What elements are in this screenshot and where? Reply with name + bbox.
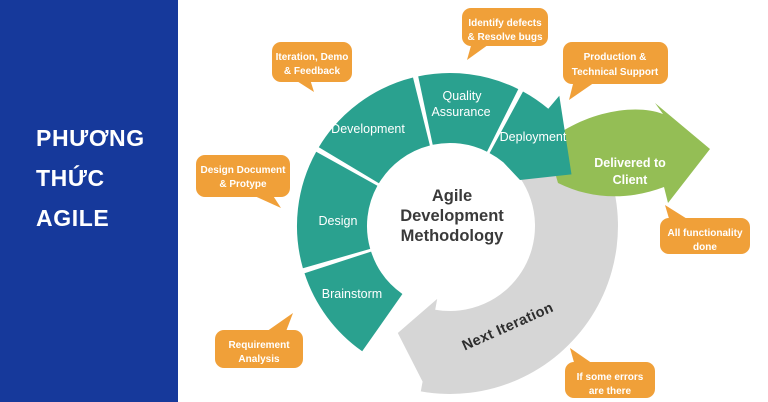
callout-requirement-analysis: Requirement Analysis: [215, 313, 303, 368]
callout-tail: [467, 42, 492, 60]
callout-text-line-1: If some errors: [577, 372, 644, 383]
segment-brainstorm: [304, 251, 403, 352]
delivered-to-client-arrow: [550, 103, 710, 203]
agile-cycle-diagram: Next Iteration Delivered to Client Brain…: [196, 8, 750, 398]
callout-iteration-demo-feedback: Iteration, Demo & Feedback: [272, 42, 352, 92]
callout-text-line-1: Requirement: [228, 340, 290, 351]
segment-label-brainstorm: Brainstorm: [322, 287, 382, 301]
callout-box: [196, 155, 290, 197]
segment-design: [296, 151, 378, 269]
page-title: PHƯƠNG THỨC AGILE: [36, 118, 168, 238]
page-title-line-2: THỨC: [36, 165, 105, 191]
callout-text-line-2: Analysis: [238, 354, 280, 365]
segment-label-quality: Quality: [443, 89, 483, 103]
callout-text-line-2: done: [693, 242, 717, 253]
segment-label-design: Design: [319, 214, 358, 228]
delivered-label-line-1: Delivered to: [594, 156, 666, 170]
callout-identify-defects-resolve-bugs: Identify defects & Resolve bugs: [462, 8, 548, 60]
sidebar: PHƯƠNG THỨC AGILE: [0, 0, 178, 402]
segment-deployment: [489, 91, 572, 180]
callout-tail: [665, 205, 692, 222]
callout-text-line-2: & Resolve bugs: [467, 32, 542, 43]
center-title: Agile Development Methodology: [400, 187, 504, 245]
segment-quality-assurance: [418, 73, 519, 152]
segment-development: [318, 77, 430, 184]
next-iteration-arrow: [397, 129, 618, 394]
page-title-line-3: AGILE: [36, 205, 110, 231]
callout-box: [462, 8, 548, 46]
delivered-label-line-2: Client: [613, 173, 649, 187]
callout-text-line-1: All functionality: [668, 228, 743, 239]
segment-label-development: Development: [331, 122, 405, 136]
callout-text-line-1: Identify defects: [468, 18, 542, 29]
segment-labels: Brainstorm Design Development Quality As…: [319, 89, 567, 301]
segment-label-deployment: Deployment: [500, 130, 567, 144]
callout-tail: [263, 313, 293, 334]
callout-text-line-2: Technical Support: [572, 67, 659, 78]
callout-design-document-protype: Design Document & Protype: [196, 155, 290, 208]
callout-tail: [570, 348, 596, 366]
callout-box: [565, 362, 655, 398]
callout-box: [272, 42, 352, 82]
page-title-line-1: PHƯƠNG: [36, 125, 145, 151]
next-iteration-arc-shape: [397, 129, 618, 394]
callout-text-line-2: & Protype: [219, 179, 267, 190]
center-title-line-1: Agile: [432, 187, 472, 205]
callout-production-technical-support: Production & Technical Support: [563, 42, 668, 100]
cycle-segments: [296, 73, 572, 352]
callout-tail: [569, 80, 598, 100]
callout-box: [215, 330, 303, 368]
segment-label-assurance: Assurance: [431, 105, 490, 119]
callout-text-line-1: Production &: [584, 52, 647, 63]
callout-box: [563, 42, 668, 84]
callout-text-line-2: & Feedback: [284, 66, 341, 77]
delivered-arrow-shape: [550, 103, 710, 203]
callout-box: [660, 218, 750, 254]
callout-text-line-1: Iteration, Demo: [276, 52, 349, 63]
callout-text-line-1: Design Document: [200, 165, 286, 176]
callout-text-line-2: are there: [589, 386, 632, 397]
callout-if-some-errors-are-there: If some errors are there: [565, 348, 655, 398]
center-title-line-2: Development: [400, 207, 504, 225]
callout-all-functionality-done: All functionality done: [660, 205, 750, 254]
center-title-line-3: Methodology: [401, 227, 504, 245]
